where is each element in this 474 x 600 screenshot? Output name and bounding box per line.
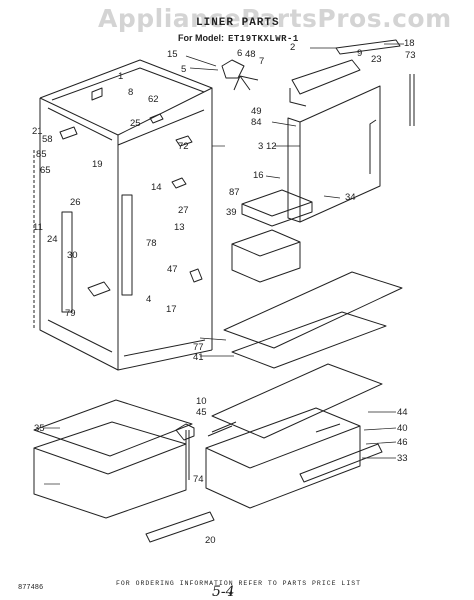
watermark: AppliancePartsPros.com [98, 4, 452, 33]
callout: 45 [196, 407, 207, 418]
callout: 25 [130, 118, 141, 129]
callout: 74 [193, 474, 204, 485]
callout: 15 [167, 49, 178, 60]
callout: 2 [290, 42, 295, 53]
callout: 62 [148, 94, 159, 105]
callout: 17 [166, 304, 177, 315]
callout: 84 [251, 117, 262, 128]
callout: 4 [146, 294, 151, 305]
callout: 7 [259, 56, 264, 67]
model-line: For Model: ET19TKXLWR-1 [178, 33, 299, 44]
callout: 1 [118, 71, 123, 82]
callout: 14 [151, 182, 162, 193]
callout: 44 [397, 407, 408, 418]
callout: 40 [397, 423, 408, 434]
callout: 33 [397, 453, 408, 464]
callout: 27 [178, 205, 189, 216]
callout: 24 [47, 234, 58, 245]
callout: 5 [181, 64, 186, 75]
callout: 47 [167, 264, 178, 275]
callout: 26 [70, 197, 81, 208]
callout: 11 [33, 222, 43, 233]
callout: 6 [237, 48, 242, 59]
callout: 49 [251, 106, 262, 117]
callout: 72 [178, 141, 189, 152]
callout: 23 [371, 54, 382, 65]
callout: 73 [405, 50, 416, 61]
callout: 41 [193, 352, 204, 363]
callout: 10 [196, 396, 207, 407]
page-title: LINER PARTS [196, 17, 280, 29]
callout: 19 [92, 159, 103, 170]
callout: 46 [397, 437, 408, 448]
ice-tray [231, 189, 313, 283]
shelves [33, 271, 403, 457]
page-number: 4 [229, 590, 233, 597]
model-number: ET19TKXLWR-1 [228, 34, 299, 44]
callout: 78 [146, 238, 157, 249]
callout: 18 [404, 38, 415, 49]
callout-labels: 1 2 3 4 5 6 7 8 9 10 11 12 13 14 15 16 1… [32, 38, 416, 546]
callout: 85 [36, 149, 47, 160]
crispers [33, 407, 383, 543]
evaporator-cover [221, 39, 415, 223]
callout: 30 [67, 250, 78, 261]
callout: 9 [357, 48, 362, 59]
callout: 77 [193, 342, 204, 353]
callout: 21 [32, 126, 43, 137]
callout: 48 [245, 49, 256, 60]
callout: 39 [226, 207, 237, 218]
model-label: For Model: [178, 33, 224, 43]
leader-lines [44, 43, 404, 485]
callout: 8 [128, 87, 133, 98]
callout: 13 [174, 222, 185, 233]
liner-box [33, 59, 213, 371]
callout: 34 [345, 192, 356, 203]
handwritten-note: 5-4 [212, 584, 235, 600]
catalog-number: 877486 [18, 584, 44, 592]
callout: 16 [253, 170, 264, 181]
ordering-note: FOR ORDERING INFORMATION REFER TO PARTS … [116, 580, 362, 587]
callout: 35 [34, 423, 45, 434]
callout: 65 [40, 165, 51, 176]
callout: 79 [65, 308, 76, 319]
callout: 3 [258, 141, 263, 152]
callout: 87 [229, 187, 240, 198]
callout: 20 [205, 535, 216, 546]
callout: 58 [42, 134, 53, 145]
callout: 12 [266, 141, 277, 152]
